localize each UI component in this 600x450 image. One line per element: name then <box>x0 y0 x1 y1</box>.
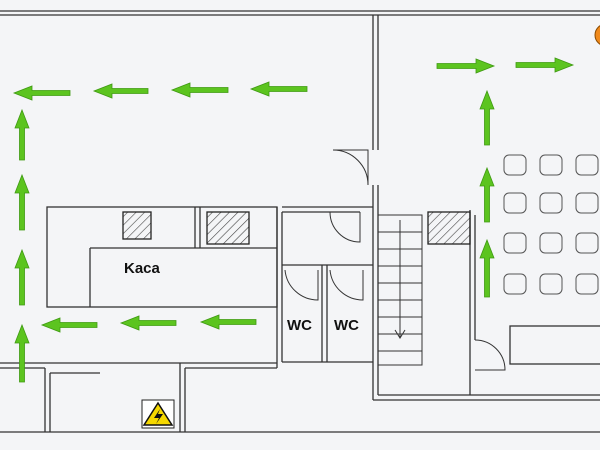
exit-arrow-icon <box>92 83 149 99</box>
chair-icon <box>503 192 527 214</box>
exit-arrow-icon <box>479 166 495 223</box>
chair-icon <box>503 273 527 295</box>
chair-icon <box>539 192 563 214</box>
room-label-cashier: Kaca <box>124 260 160 277</box>
chair-icon <box>575 273 599 295</box>
hatched-columns <box>122 211 471 245</box>
chair-icon <box>539 232 563 254</box>
chair-icon <box>503 154 527 176</box>
exit-arrow-icon <box>119 315 177 331</box>
exit-arrow-icon <box>199 314 257 330</box>
exit-arrow-icon <box>14 323 30 383</box>
doors <box>284 149 506 371</box>
location-marker-icon <box>594 25 600 45</box>
exit-arrow-icon <box>12 85 71 101</box>
exit-arrow-icon <box>515 57 575 73</box>
exit-arrow-icon <box>14 108 30 161</box>
exit-arrow-icon <box>170 82 229 98</box>
room-label-wc-right: WC <box>334 317 359 334</box>
chair-icon <box>575 154 599 176</box>
exit-arrow-icon <box>40 317 98 333</box>
chair-icon <box>575 232 599 254</box>
chair-icon <box>539 273 563 295</box>
exit-arrow-icon <box>479 238 495 298</box>
chair-icon <box>539 154 563 176</box>
chair-icon <box>503 232 527 254</box>
high-voltage-warning-icon <box>141 399 175 429</box>
exit-arrow-icon <box>14 248 30 306</box>
chairs <box>503 154 599 295</box>
exit-arrow-icon <box>14 173 30 231</box>
exit-arrow-icon <box>249 81 308 97</box>
chair-icon <box>575 192 599 214</box>
exit-arrow-icon <box>436 58 496 74</box>
evacuation-arrows <box>12 57 575 383</box>
exit-arrow-icon <box>479 89 495 146</box>
walls <box>0 10 600 433</box>
staircase <box>377 214 423 366</box>
room-label-wc-left: WC <box>287 317 312 334</box>
